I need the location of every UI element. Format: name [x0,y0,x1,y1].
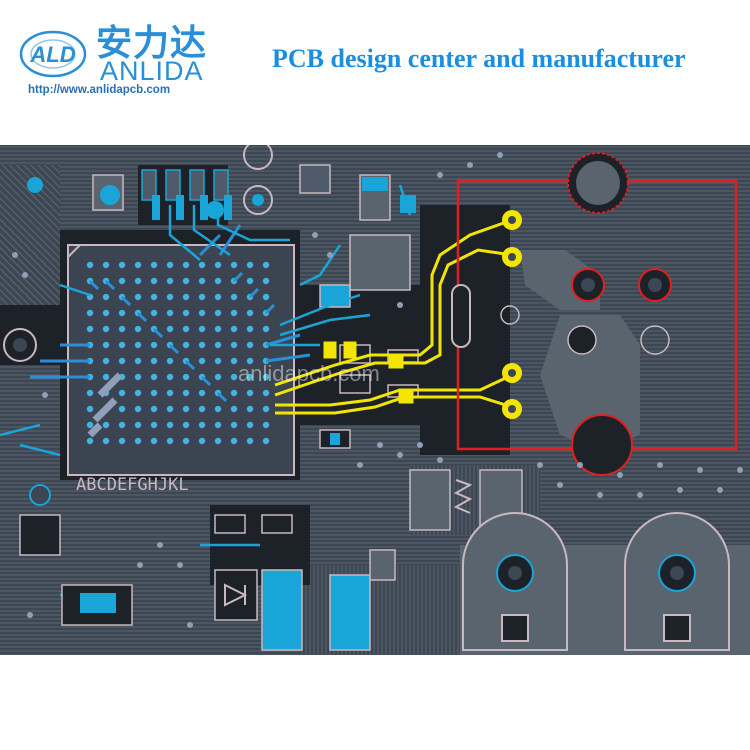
yellow-via-pads [502,210,522,419]
bga-thick-traces [87,372,123,438]
pcb-layout-drawing: ABCDEFGHJKL [0,145,750,655]
brand-name-chinese: 安力达 [96,23,208,64]
logo-mark-text: ALD [29,42,75,67]
yellow-diff-pair-traces [274,218,513,415]
mounting-holes [451,152,672,476]
page-tagline: PCB design center and manufacturer [272,44,686,73]
bga-chip-outline [67,244,295,476]
brand-name-english: ANLIDA [100,56,204,86]
bga-row-labels: ABCDEFGHJKL [76,475,189,495]
page-header: ALD 安力达 ANLIDA http://www.anlidapcb.com … [0,0,750,145]
bottom-components [19,469,730,651]
via-field [12,152,743,628]
left-side-pads [3,177,224,362]
watermark-text: anlidapcb.com [238,361,380,386]
brand-url: http://www.anlidapcb.com [28,84,171,96]
page-footer [0,655,750,750]
bga-fanout-traces [30,224,311,403]
bga-pad-array [86,261,270,445]
pcb-layout-view: ABCDEFGHJKL [0,145,750,655]
anlida-logo-icon: ALD [19,30,87,78]
